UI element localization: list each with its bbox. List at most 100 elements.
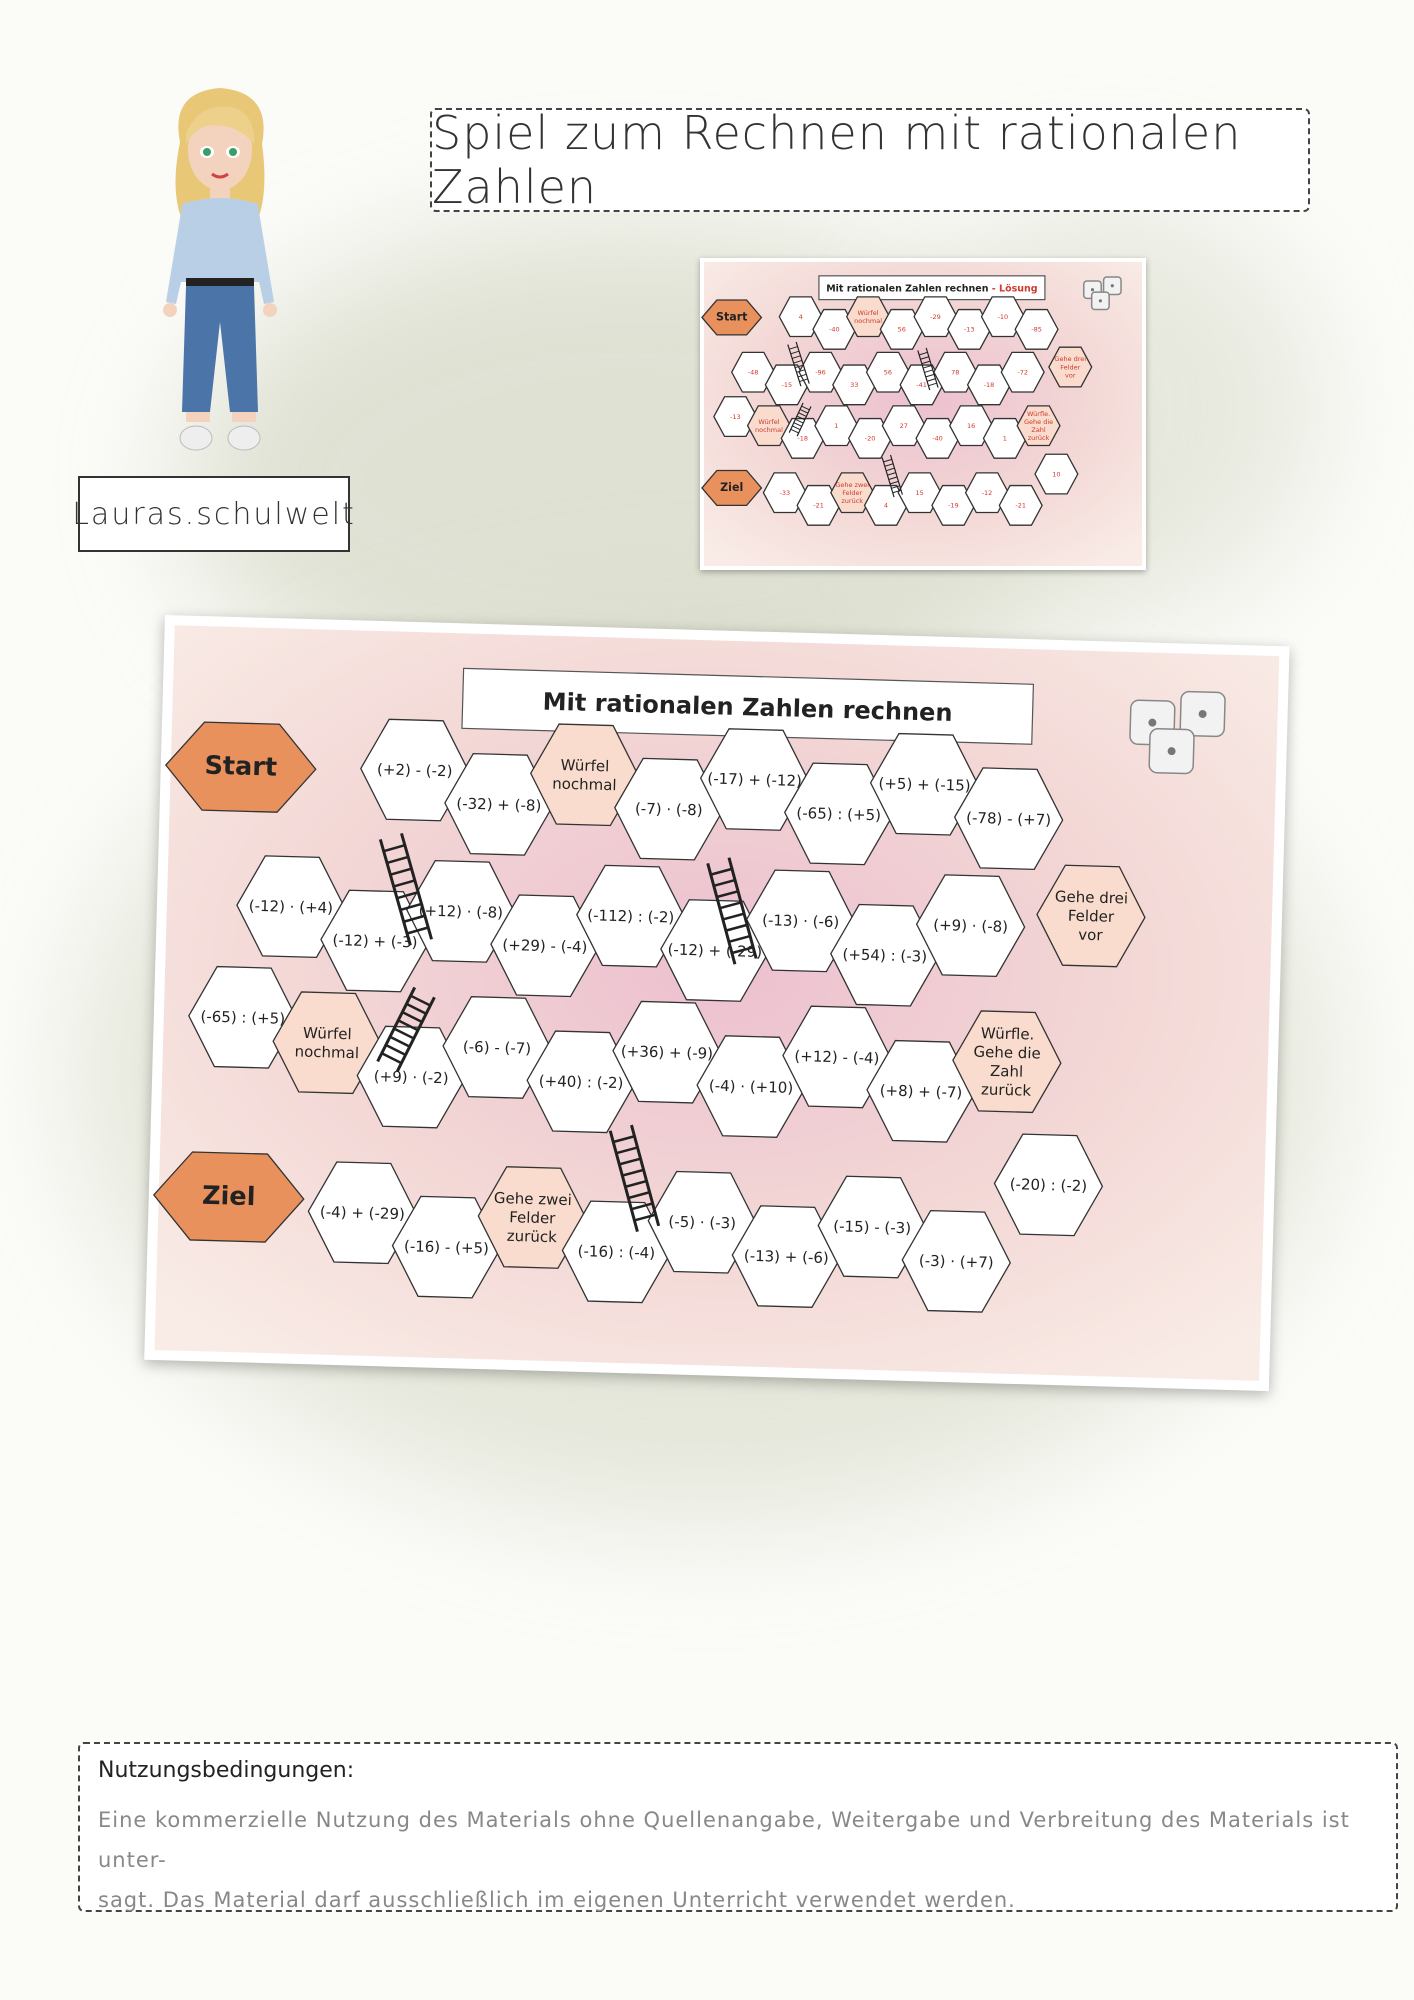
cell-text: Zahl (990, 1062, 1024, 1081)
board-cell[interactable]: (+5) + (-15) (869, 732, 980, 836)
cell-text: (-4) + (-29) (320, 1203, 405, 1223)
board-cell[interactable]: (-13) · (-6) (745, 869, 856, 973)
board-title: Mit rationalen Zahlen rechnen - Lösung (826, 283, 1037, 294)
board-cell[interactable]: (-112) : (-2) (575, 864, 686, 968)
board-cell[interactable]: (-4) · (+10) (696, 1035, 807, 1138)
cell-text: Felder (509, 1208, 556, 1227)
cell-text: (-12) · (+4) (249, 897, 334, 917)
cell-text: -72 (1017, 368, 1028, 376)
cell-text: -29 (930, 313, 941, 321)
start-field-label: Start (716, 311, 748, 324)
ladder (881, 454, 903, 498)
board-cell[interactable]: (-32) + (-8) (443, 753, 554, 856)
board-cell[interactable]: (+12) - (-4) (782, 1005, 893, 1109)
cell-text: -85 (1031, 326, 1042, 334)
cell-text: Gehe die (1024, 418, 1053, 426)
cell-text: (-16) - (+5) (404, 1237, 489, 1257)
board-cell[interactable]: (+12) · (-8) (405, 859, 516, 963)
board-cell[interactable]: (-3) · (+7) (901, 1209, 1012, 1313)
ladder (376, 986, 436, 1072)
cell-text: -10 (998, 313, 1009, 321)
board-cell[interactable]: (-78) - (+7) (953, 767, 1064, 871)
cell-text: Würfle. (1027, 410, 1050, 418)
board-cell[interactable]: (-65) : (+5) (783, 762, 894, 866)
board-cell[interactable]: (-65) : (+5) (187, 965, 298, 1069)
cell-text: (-32) + (-8) (456, 794, 541, 814)
cell-text: -18 (984, 381, 995, 389)
start-field-label: Start (204, 751, 277, 783)
cell-text: (+12) - (-4) (794, 1047, 879, 1067)
cell-text: (-13) + (-6) (744, 1247, 829, 1267)
board-cell[interactable]: (+9) · (-8) (915, 874, 1026, 978)
start-field[interactable]: Start (164, 721, 317, 813)
cell-text: Würfel (303, 1024, 352, 1043)
cell-text: (-65) : (+5) (200, 1007, 285, 1027)
cell-text: Würfel (858, 309, 879, 317)
cell-text: 56 (884, 368, 892, 376)
board-cell[interactable]: -72 (1000, 351, 1045, 393)
cell-text: (-5) · (-3) (668, 1213, 736, 1233)
cell-text: (+8) + (-7) (879, 1081, 962, 1101)
board-cell[interactable]: -85 (1014, 308, 1059, 350)
goal-field-label: Ziel (202, 1181, 256, 1212)
header-box: Spiel zum Rechnen mit rationalen Zahlen (430, 106, 1310, 214)
board-cell[interactable]: (+2) - (-2) (359, 718, 470, 822)
cell-text: -18 (797, 435, 808, 443)
board-cell[interactable]: (-20) : (-2) (993, 1133, 1104, 1237)
goal-field[interactable]: Ziel (701, 469, 763, 507)
cell-text: Gehe die (973, 1043, 1041, 1063)
brand-label: Lauras.schulwelt (72, 496, 356, 532)
cell-text: -21 (1015, 502, 1026, 510)
cell-text: (+12) · (-8) (418, 901, 503, 921)
cell-text: (+29) - (-4) (502, 936, 587, 956)
cell-text: (-16) : (-4) (577, 1242, 655, 1262)
cell-text: Würfle. (981, 1024, 1035, 1043)
cell-text: -19 (948, 502, 959, 510)
start-field[interactable]: Start (701, 299, 763, 336)
cell-text: (-3) · (+7) (919, 1252, 994, 1272)
cell-text: Zahl (1031, 426, 1046, 434)
cell-text: (+2) - (-2) (377, 760, 453, 780)
board-cell[interactable]: (-13) + (-6) (731, 1205, 842, 1308)
board-cell[interactable]: (-16) : (-4) (561, 1200, 672, 1304)
board-cell[interactable]: (-7) · (-8) (613, 757, 724, 861)
cell-text: (+54) : (-3) (842, 945, 927, 965)
board-cell[interactable]: (-6) - (-7) (442, 996, 553, 1099)
board-cell[interactable]: (-17) + (-12) (699, 728, 810, 831)
cell-text: 16 (967, 422, 975, 430)
cell-text: Gehe drei (1055, 887, 1129, 907)
cell-text: -33 (780, 489, 791, 497)
brand-box: Lauras.schulwelt (72, 476, 354, 552)
board-cell[interactable]: (+54) : (-3) (829, 903, 940, 1007)
cell-text: (-20) : (-2) (1009, 1175, 1087, 1195)
cell-text: (-112) : (-2) (587, 906, 674, 926)
board-cell[interactable]: -21 (998, 484, 1043, 526)
page-title: Spiel zum Rechnen mit rationalen Zahlen (432, 106, 1242, 214)
terms-box: Nutzungsbedingungen: Eine kommerzielle N… (78, 1742, 1398, 1912)
board-cell[interactable]: (+29) - (-4) (490, 894, 601, 998)
cell-text: (-65) : (+5) (796, 804, 881, 824)
board-cell[interactable]: (-5) · (-3) (647, 1170, 758, 1274)
cell-text: nochmal (294, 1042, 359, 1062)
cell-text: -40 (829, 326, 840, 334)
board-cell[interactable]: (-4) + (-29) (307, 1161, 418, 1265)
goal-field[interactable]: Ziel (152, 1151, 305, 1243)
game-board-svg: Mit rationalen Zahlen rechnenStartZiel(+… (152, 625, 1280, 1381)
cell-text: (-4) · (+10) (709, 1077, 794, 1097)
board-cell[interactable]: 10 (1034, 453, 1079, 495)
cell-text: nochmal (854, 317, 882, 325)
board-cell[interactable]: (+36) + (-9) (612, 1000, 723, 1104)
cell-text: (-7) · (-8) (635, 799, 703, 819)
cell-text: zurück (1028, 434, 1050, 442)
cell-text: (+36) + (-9) (621, 1042, 714, 1063)
cell-text: 4 (799, 313, 803, 321)
cell-text: -41 (916, 381, 927, 389)
cell-text: (+40) : (-2) (539, 1072, 624, 1092)
board-cell[interactable]: (-16) - (+5) (391, 1195, 502, 1299)
